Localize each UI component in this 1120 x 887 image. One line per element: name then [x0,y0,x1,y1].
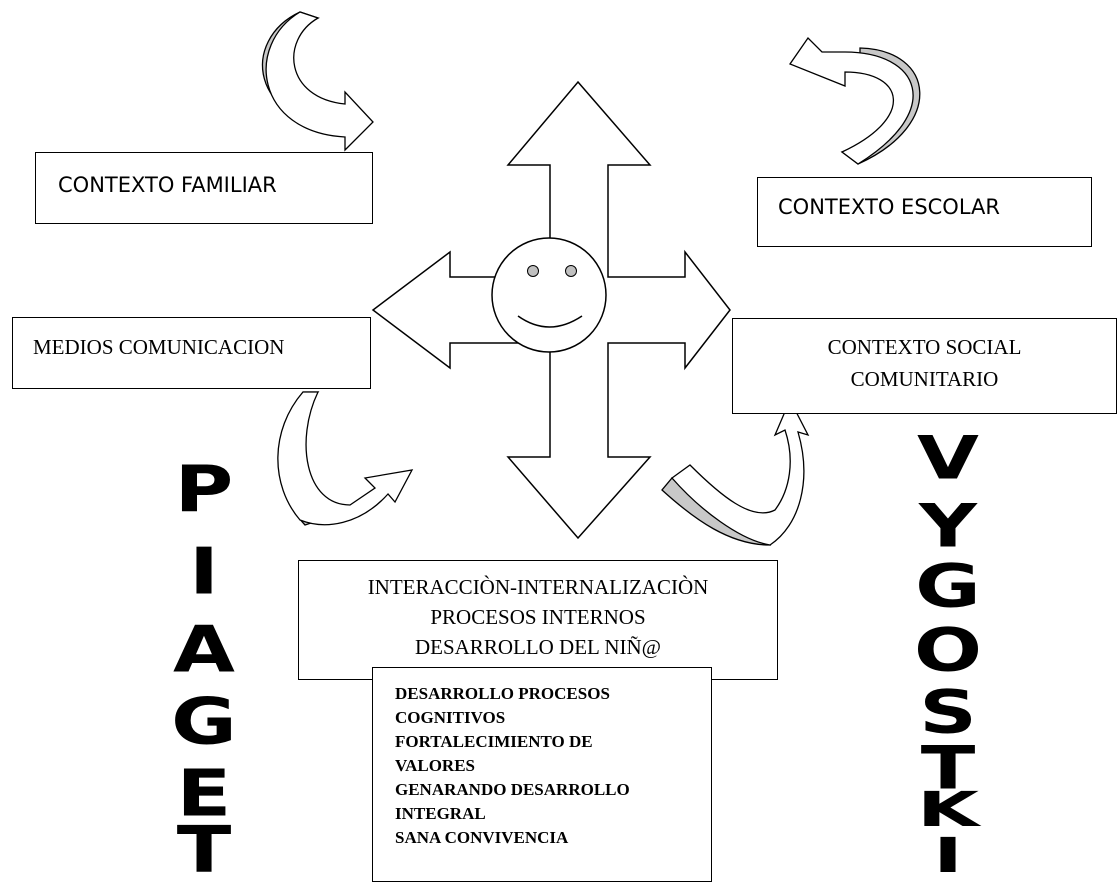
label-desarrollo-line2: COGNITIVOS [395,708,506,727]
label-desarrollo-line7: SANA CONVIVENCIA [395,828,569,847]
box-contexto-escolar: CONTEXTO ESCOLAR [757,177,1092,247]
box-interaccion: INTERACCIÒN-INTERNALIZACIÒN PROCESOS INT… [298,560,778,680]
label-contexto-familiar: CONTEXTO FAMILIAR [58,173,277,197]
piaget-letter: A [173,612,235,687]
label-desarrollo-line4: VALORES [395,756,475,775]
vygostki-letter: I [933,827,963,884]
vygostki-letter: T [920,732,976,803]
piaget-letter: P [174,452,234,527]
vygostki-letter: K [917,781,979,838]
box-medios-comunicacion: MEDIOS COMUNICACION [12,317,371,389]
box-contexto-familiar: CONTEXTO FAMILIAR [35,152,373,224]
label-desarrollo-line6: INTEGRAL [395,804,486,823]
vygostki-letter: G [915,550,981,621]
vygostki-letter: S [919,676,977,747]
box-contexto-social: CONTEXTO SOCIAL COMUNITARIO [732,318,1117,414]
label-contexto-social-line1: CONTEXTO SOCIAL [827,335,1022,359]
vygostki-letter: V [917,422,979,493]
piaget-letter: T [176,812,232,887]
label-desarrollo-line5: GENARANDO DESARROLLO [395,780,630,799]
vygostki-letter: Y [919,490,977,561]
box-desarrollo: DESARROLLO PROCESOS COGNITIVOS FORTALECI… [372,667,712,882]
curved-arrow-bottom-left-icon [277,391,414,526]
label-desarrollo-line1: DESARROLLO PROCESOS [395,684,610,703]
smiley-face-icon [491,237,607,353]
piaget-letter: G [171,684,237,759]
label-interaccion-line3: DESARROLLO DEL NIÑ@ [414,635,662,659]
label-interaccion-line2: PROCESOS INTERNOS [430,605,646,629]
curved-arrow-top-left-icon [262,11,374,152]
label-contexto-social-line2: COMUNITARIO [850,367,999,391]
piaget-letter: I [189,534,219,609]
piaget-letter: E [176,756,232,831]
label-contexto-escolar: CONTEXTO ESCOLAR [778,195,1000,219]
label-desarrollo-line3: FORTALECIMIENTO DE [395,732,593,751]
curved-arrow-bottom-right-icon [661,398,810,546]
curved-arrow-top-right-icon [789,36,921,165]
vygostki-letter: O [913,614,982,685]
label-interaccion-line1: INTERACCIÒN-INTERNALIZACIÒN [367,575,709,599]
label-medios-comunicacion: MEDIOS COMUNICACION [33,335,285,359]
